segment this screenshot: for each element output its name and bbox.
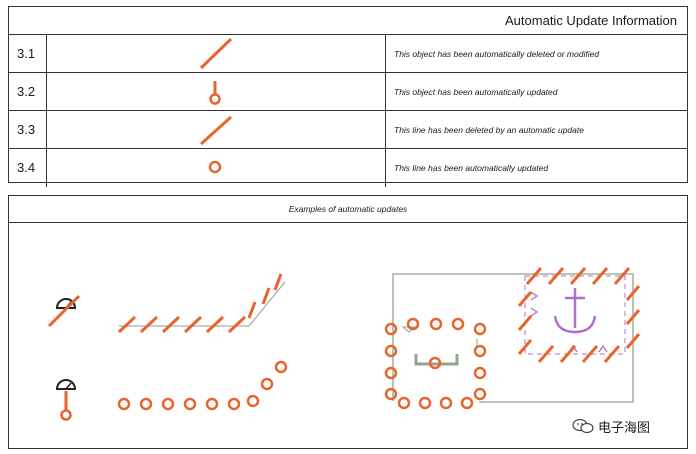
legend-code: 3.3 [17,122,36,137]
line-with-circle-icon [47,73,385,111]
updated-light-symbol-icon [55,379,77,421]
berth-symbol-icon [414,354,459,370]
examples-title: Examples of automatic updates [9,196,687,223]
legend-code: 3.1 [17,46,36,61]
updated-line-circles-icon [117,360,288,411]
legend-row-3-4: 3.4 This line has been automatically upd… [9,148,687,187]
column-divider [385,35,386,73]
examples-panel: Examples of automatic updates [8,195,688,449]
legend-code: 3.2 [17,84,36,99]
legend-row-3-1: 3.1 This object has been automatically d… [9,34,687,73]
legend-description: This object has been automatically delet… [394,49,600,59]
column-divider [385,73,386,111]
updated-pier-circles-icon [384,317,487,410]
legend-code: 3.4 [17,160,36,175]
automatic-update-legend-table: Automatic Update Information 3.1 This ob… [8,6,688,187]
examples-illustration [47,267,641,421]
legend-title: Automatic Update Information [505,13,677,28]
diagonal-line-icon [47,111,385,149]
legend-description: This line has been deleted by an automat… [394,125,584,135]
legend-description: This object has been automatically updat… [394,87,558,97]
column-divider [46,35,47,73]
column-divider [46,149,47,187]
legend-description: This line has been automatically updated [394,163,549,173]
watermark-text: 电子海图 [598,419,651,435]
deleted-light-symbol-icon [47,294,81,328]
anchorage-area-icon [524,275,626,355]
column-divider [385,111,386,149]
deleted-anchorage-hatch-icon [517,267,641,363]
column-divider [385,149,386,187]
watermark: 电子海图 [572,416,650,436]
wechat-logo-icon [572,418,594,434]
deleted-line-hatched-icon [117,273,286,334]
legend-row-3-3: 3.3 This line has been deleted by an aut… [9,110,687,149]
harbour-area-boundary-icon [392,273,634,403]
legend-row-3-2: 3.2 This object has been automatically u… [9,72,687,111]
column-divider [46,111,47,149]
circle-icon [47,149,385,187]
column-divider [46,73,47,111]
diagonal-line-icon [47,35,385,73]
